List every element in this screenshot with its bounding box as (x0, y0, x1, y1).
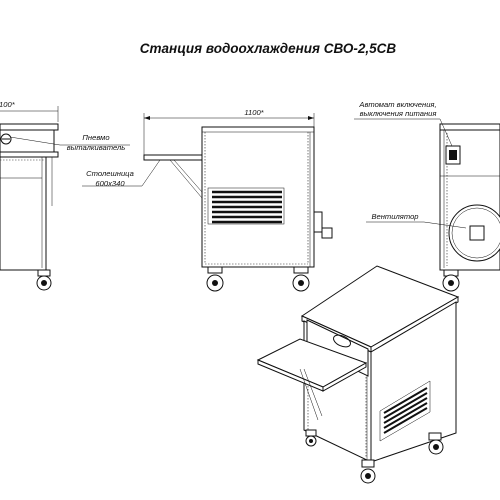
breaker-label-line1: Автомат включения, (358, 100, 436, 109)
front-view: 1100* (143, 108, 333, 292)
front-louver-grille (207, 187, 285, 225)
right-side-view: Автомат включения, выключения питания Ве… (354, 100, 500, 292)
drawing-title: Станция водоохлаждения СВО-2,5СВ (140, 41, 397, 56)
left-width-dimension: 1100* (0, 100, 16, 109)
isometric-view (256, 265, 460, 484)
pneumo-ejector-label-line2: выталкиватель (67, 143, 126, 152)
tabletop-label-line2: 600x340 (95, 179, 125, 188)
iso-louver-grille (379, 380, 431, 442)
front-width-dimension: 1100* (244, 108, 264, 117)
fan-label: Вентилятор (371, 212, 418, 221)
tabletop-label-line1: Столешница (86, 169, 134, 178)
fan-unit (448, 204, 500, 262)
left-side-view: 1100* Пневмо выталкиватель Столешница 60… (0, 100, 161, 291)
pneumo-ejector-label-line1: Пневмо (82, 133, 109, 142)
breaker-label-line2: выключения питания (360, 109, 437, 118)
